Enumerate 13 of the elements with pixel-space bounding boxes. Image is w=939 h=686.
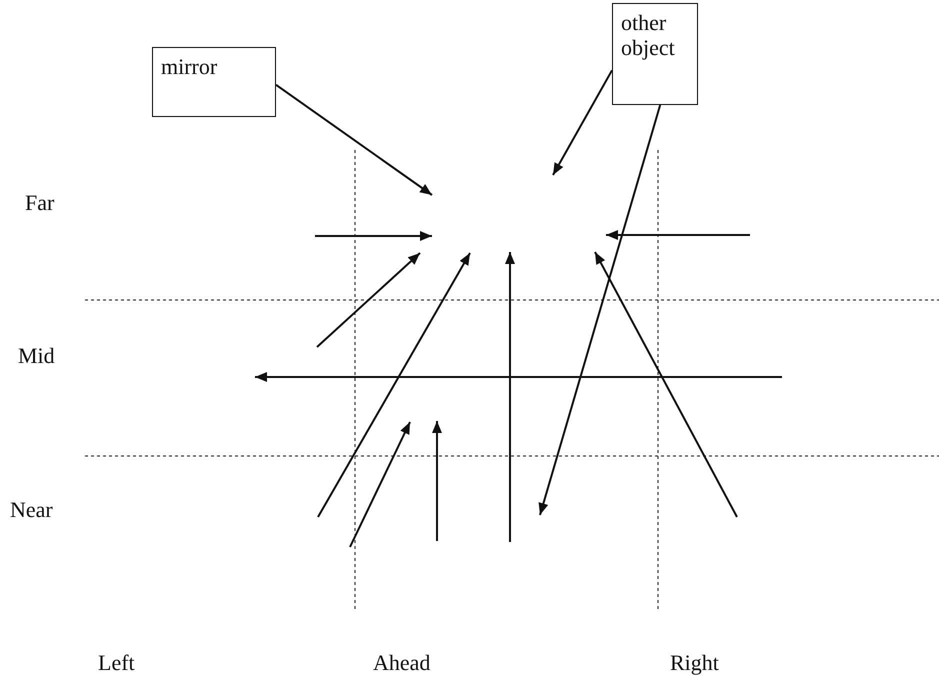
text-box — [152, 47, 276, 117]
box-label: other object — [621, 10, 675, 60]
text-box — [612, 3, 698, 105]
arrow — [538, 104, 662, 516]
box-label: mirror — [161, 54, 218, 79]
axis-label: Ahead — [373, 650, 430, 676]
arrow — [552, 70, 613, 176]
axis-label: Near — [10, 497, 53, 523]
axis-label: Right — [670, 650, 719, 676]
axis-label: Mid — [18, 343, 55, 369]
arrow — [275, 84, 433, 196]
axis-label: Left — [98, 650, 135, 676]
axis-label: Far — [25, 190, 54, 216]
